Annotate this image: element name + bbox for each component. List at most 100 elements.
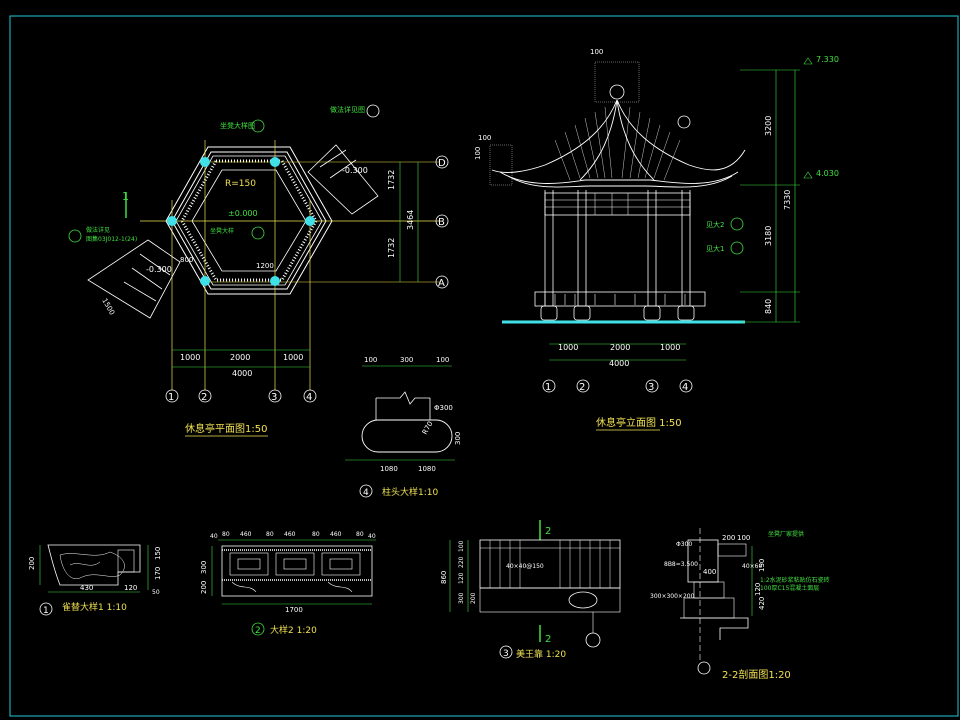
s22-dim-top-1: 200 [722, 534, 735, 542]
s22-title: 2-2剖面图1:20 [722, 668, 791, 681]
colhead-dim-bottom-2: 1080 [418, 465, 436, 473]
plan-grid-B: B [438, 217, 445, 228]
plan-grid-A: A [438, 278, 445, 289]
d3-label-inner: 40×40@150 [506, 563, 544, 570]
detail-1: 200 150 170 50 430 120 1 雀替大样1 1:10 [28, 544, 162, 616]
elev-dim-right-total: 7330 [783, 190, 792, 210]
plan-elev-outer2: -0.300 [146, 265, 172, 274]
detail-3: 2 2 40×40@150 860 100 220 120 300 200 3 … [440, 520, 621, 660]
elev-grid-4: 4 [682, 382, 688, 393]
elev-title: 休息亭立面图 1:50 [596, 416, 682, 429]
colhead-number: 4 [363, 488, 369, 498]
d1-dim-right-1: 150 [154, 547, 162, 560]
d1-title: 雀替大样1 1:10 [62, 601, 127, 613]
s22-label-a: Φ300 [676, 541, 692, 548]
elev-dim-right-3: 840 [764, 299, 773, 314]
plan-grid-4: 4 [306, 392, 312, 403]
s22-note1: 坐凳厂家提供 [768, 530, 804, 538]
colhead-dim-top-1: 100 [364, 356, 377, 364]
plan-callout-top: 坐凳大样图 [220, 121, 255, 130]
d2-dim-left-2: 200 [200, 581, 208, 594]
elev-elev-top: 7.330 [816, 55, 839, 64]
plan-dim-bottom-1: 1000 [180, 353, 200, 362]
elev-grid-1: 1 [545, 382, 551, 393]
plan-callout-left: 做法详见 [86, 226, 110, 234]
s22-dim-right-2: 120 [754, 583, 762, 596]
d2-dim-top-3: 460 [240, 531, 252, 538]
plan-dim-side: 800 [180, 256, 193, 264]
column-head-detail: 100 300 100 1080 1080 300 Φ300 R70 4 柱头大… [345, 356, 462, 498]
plan-dim-right-total: 3464 [406, 210, 415, 230]
elev-dim-left2: 100 [474, 147, 482, 160]
d1-dim-right-3: 50 [152, 589, 160, 596]
plan-note-beam: 坐凳大样 [210, 227, 234, 235]
d3-dim-left-1: 100 [458, 540, 465, 552]
d2-dim-left-1: 300 [200, 561, 208, 574]
colhead-dim-top-3: 100 [436, 356, 449, 364]
plan-dim-total: 4000 [232, 369, 252, 378]
s22-dim-right-1: 150 [758, 559, 766, 572]
d1-dim-right-2: 170 [154, 567, 162, 580]
elev-tag1: 见大2 [706, 220, 724, 229]
s22-note3: 100厚C15混凝土面层 [760, 584, 819, 592]
d1-dim-bottom-1: 430 [80, 584, 93, 592]
elev-grid-2: 2 [579, 382, 585, 393]
d3-dim-left-2: 220 [458, 556, 465, 568]
plan-elev-outer: -0.300 [342, 166, 368, 175]
elev-elev-mid: 4.030 [816, 169, 839, 178]
d1-dim-left: 200 [28, 557, 36, 570]
d2-dim-top-9: 40 [368, 533, 376, 540]
d1-number: 1 [43, 606, 49, 616]
d2-dim-top-2: 80 [222, 531, 230, 538]
d3-dim-left-total: 860 [440, 571, 448, 584]
elev-grid-3: 3 [648, 382, 654, 393]
elev-tag2: 见大1 [706, 244, 724, 253]
d3-title: 美王靠 1:20 [516, 648, 566, 660]
plan-view: 1732 1732 3464 D B A 1000 2000 1000 4000… [68, 104, 449, 437]
d3-section-top: 2 [545, 526, 551, 537]
plan-grid-D: D [438, 158, 446, 169]
plan-callout-left2: 图集03J012-1(24) [86, 235, 137, 243]
elev-dim-right-2: 3180 [764, 226, 773, 246]
plan-section-mark: 1 [122, 190, 129, 203]
d3-dim-left-4: 300 [458, 592, 465, 604]
plan-grid-3: 3 [271, 392, 277, 403]
d2-dim-top-4: 80 [266, 531, 274, 538]
d2-dim-top-7: 460 [330, 531, 342, 538]
plan-grid-2: 2 [201, 392, 207, 403]
s22-label-b: 8B8=3.500 [664, 561, 698, 568]
d2-dim-top-8: 80 [356, 531, 364, 538]
d2-dim-top-5: 460 [284, 531, 296, 538]
s22-label-c: 40×60 [742, 563, 762, 570]
s22-dim-right-3: 420 [758, 597, 766, 610]
colhead-dim-bottom-1: 1080 [380, 465, 398, 473]
colhead-dim-top-2: 300 [400, 356, 413, 364]
elev-dim-bottom-1: 1000 [558, 343, 578, 352]
plan-title: 休息亭平面图1:50 [185, 422, 267, 435]
plan-radius-label: R=150 [225, 179, 256, 189]
plan-grid-1: 1 [168, 392, 174, 403]
plan-dim-right-2: 1732 [387, 238, 396, 258]
colhead-dim-right: 300 [454, 432, 462, 445]
s22-label-d: 300×300×200 [650, 593, 695, 600]
plan-dim-right-1: 1732 [387, 170, 396, 190]
elev-dim-right-1: 3200 [764, 116, 773, 136]
elev-dim-bottom-3: 1000 [660, 343, 680, 352]
elev-dim-bottom-2: 2000 [610, 343, 630, 352]
d3-section-bottom: 2 [545, 634, 551, 645]
d2-dim-top-1: 40 [210, 533, 218, 540]
elev-dim-left: 100 [478, 134, 491, 142]
s22-note2: 1:2水泥砂浆粘贴仿石瓷砖 [760, 576, 830, 584]
d3-dim-left-5: 200 [470, 592, 477, 604]
elev-dim-top: 100 [590, 48, 603, 56]
d2-dim-top-6: 80 [312, 531, 320, 538]
colhead-title: 柱头大样1:10 [382, 486, 438, 498]
plan-elev-inner: ±0.000 [228, 209, 258, 218]
plan-callout-right: 做法详见图 [330, 105, 365, 114]
detail-2: 40 80 460 80 460 80 460 80 40 300 200 17… [200, 531, 376, 636]
colhead-label-phi: Φ300 [434, 404, 453, 412]
elevation-view: 100 100 100 7.330 4.030 3200 3180 840 73… [474, 48, 839, 431]
plan-dim-bottom-3: 1000 [283, 353, 303, 362]
sheet-frame [9, 15, 959, 717]
